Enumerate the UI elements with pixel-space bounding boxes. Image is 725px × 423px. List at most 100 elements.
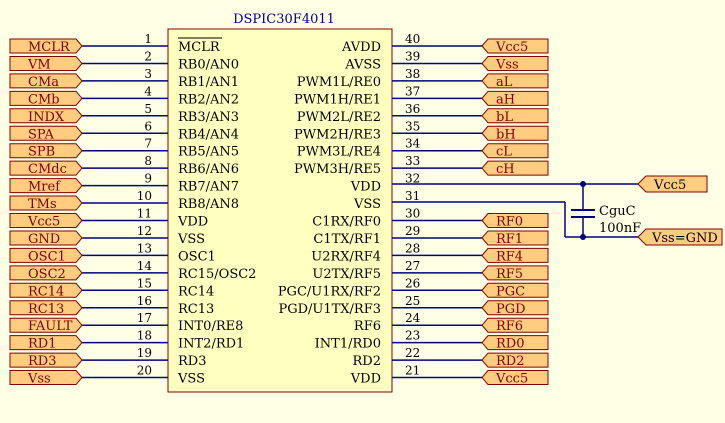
net-port [481, 213, 549, 228]
net-port [9, 108, 83, 124]
net-port [481, 160, 549, 176]
net-port [9, 178, 83, 194]
net-port [9, 265, 83, 281]
cap-value: 100nF [599, 221, 641, 236]
net-label: FAULT [28, 319, 73, 334]
chip-body [167, 28, 393, 393]
net-port [481, 335, 549, 351]
net-port [481, 143, 549, 159]
net-port [481, 125, 549, 141]
net-port [481, 247, 549, 263]
net-label: INDX [28, 110, 65, 125]
pin-number: 4 [144, 84, 152, 98]
net-label: MCLR [28, 40, 71, 55]
pin-number: 25 [405, 294, 420, 308]
pin-number: 38 [405, 67, 420, 81]
pin-label: PGC/U1RX/RF2 [278, 284, 381, 299]
pin-label: VDD [350, 372, 381, 387]
pin-label: RB0/AN0 [178, 57, 239, 72]
net-label: OSC2 [28, 267, 66, 282]
net-port [9, 370, 83, 386]
net-label: bL [496, 110, 513, 125]
pin-label: C1RX/RF0 [312, 215, 381, 230]
net-port [481, 282, 549, 298]
pin-number: 13 [137, 241, 152, 255]
pin-label: RB8/AN8 [178, 197, 239, 212]
port-label: Vss=GND [651, 231, 718, 246]
pin-label: RB2/AN2 [178, 92, 239, 107]
net-label: OSC1 [28, 249, 66, 264]
pin-number: 14 [137, 259, 153, 273]
net-label: SPA [28, 127, 54, 142]
pin-number: 2 [144, 49, 152, 63]
pin-label: PWM3L/RE4 [297, 145, 381, 160]
pin-label: VSS [353, 197, 381, 212]
pin-label: RB6/AN6 [178, 162, 239, 177]
pin-number: 27 [405, 259, 420, 273]
pin-label: RD2 [353, 354, 381, 369]
pin-number: 5 [144, 102, 152, 116]
right-pin: PWM3L/RE4 34 cL [297, 137, 549, 160]
pin-label: MCLR [178, 40, 221, 55]
pin-label: C1TX/RF1 [313, 232, 381, 247]
net-label: RF0 [496, 215, 523, 230]
port-vss-gnd [637, 228, 723, 246]
net-label: RC13 [28, 302, 64, 317]
pin-number: 10 [137, 189, 152, 203]
pin-number: 6 [144, 119, 152, 133]
net-port [481, 317, 549, 333]
net-label: RD2 [496, 354, 524, 369]
pin-label: RB3/AN3 [178, 110, 239, 125]
net-label: cL [496, 145, 512, 160]
net-label: GND [28, 232, 60, 247]
net-label: Vcc5 [495, 40, 528, 55]
net-label: PGC [496, 284, 525, 299]
pin-label: VSS [177, 372, 205, 387]
pin-label: PWM1H/RE1 [294, 92, 381, 107]
net-port [481, 38, 549, 54]
pin-number: 29 [405, 224, 420, 238]
net-port [9, 55, 83, 71]
pin-label: VDD [350, 180, 381, 195]
pin-label: RC14 [178, 284, 214, 299]
port-vcc5 [637, 175, 708, 193]
net-label: RF5 [496, 267, 523, 282]
net-port [481, 352, 549, 368]
pin-number: 12 [137, 224, 152, 238]
net-port [9, 335, 83, 351]
net-port [9, 247, 83, 263]
net-port [481, 55, 549, 71]
net-label: RC14 [28, 284, 64, 299]
pin-number: 9 [144, 172, 152, 186]
pin-number: 21 [405, 364, 420, 378]
pin-label: RC15/OSC2 [178, 267, 256, 282]
net-label: CMdc [28, 162, 67, 177]
pin-label: AVDD [341, 40, 381, 55]
net-port [481, 90, 549, 106]
pin-number: 34 [405, 137, 421, 151]
net-label: Vss [495, 57, 519, 72]
net-label: CMb [28, 92, 60, 107]
net-port [9, 282, 83, 298]
pin-number: 37 [405, 84, 420, 98]
net-label: VM [27, 57, 51, 72]
